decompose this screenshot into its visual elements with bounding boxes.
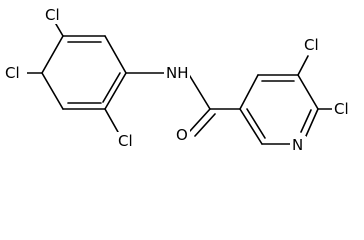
- bond: [297, 55, 309, 76]
- bond: [41, 35, 64, 74]
- atom-label-nitrogen: N: [292, 136, 303, 154]
- bond: [104, 72, 127, 110]
- bond: [297, 74, 319, 110]
- bonds: [26, 18, 333, 145]
- bond: [187, 72, 211, 110]
- bond: [104, 108, 119, 133]
- bond: [104, 35, 127, 74]
- bond: [246, 108, 266, 139]
- bond: [239, 74, 259, 110]
- atom-label-chlorine: Cl: [45, 6, 60, 24]
- atom-label-chlorine: Cl: [304, 36, 319, 54]
- atom-label-chlorine: Cl: [334, 100, 349, 118]
- atom-label-chlorine: Cl: [5, 64, 20, 82]
- bond: [300, 109, 312, 133]
- atom-labels: Cl Cl Cl NH O Cl Cl N: [3, 6, 360, 154]
- atom-label-nh: NH: [166, 64, 189, 82]
- bond: [239, 108, 263, 145]
- bond: [41, 72, 64, 110]
- atom-label-oxygen: O: [176, 126, 188, 144]
- bond: [194, 113, 216, 137]
- bond: [102, 72, 121, 103]
- bond: [189, 108, 211, 132]
- atom-label-chlorine: Cl: [118, 132, 133, 150]
- bond: [305, 108, 319, 137]
- molecule-structure: Cl Cl Cl NH O Cl Cl N: [3, 6, 360, 154]
